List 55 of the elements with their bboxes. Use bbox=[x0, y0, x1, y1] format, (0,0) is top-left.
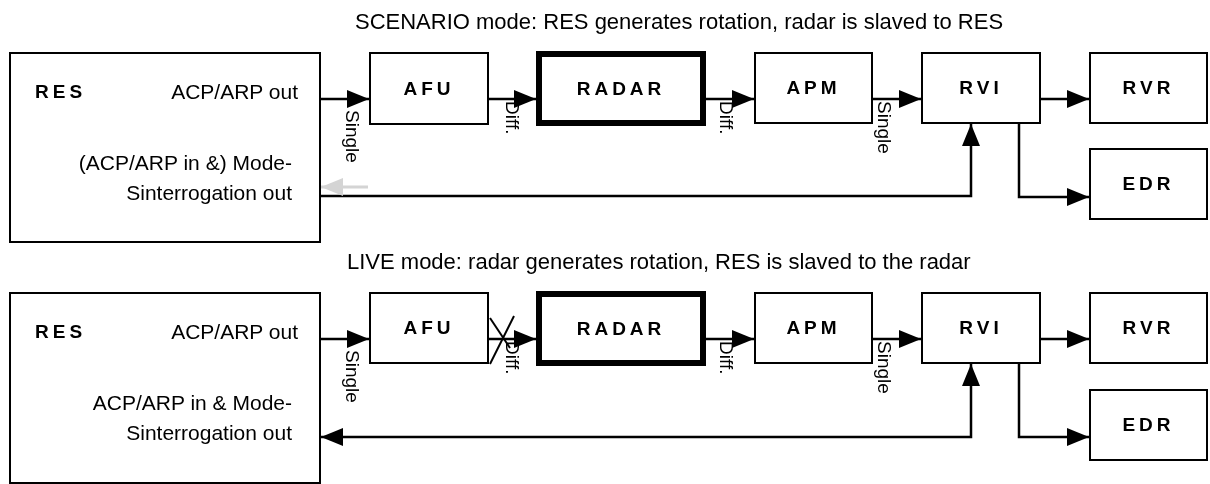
arrow bbox=[489, 90, 536, 108]
block-name: RADAR bbox=[575, 317, 667, 340]
block-name: RVI bbox=[958, 77, 1004, 99]
block-box bbox=[1089, 148, 1208, 220]
block-name: APM bbox=[785, 77, 842, 99]
edge-label: Diff. bbox=[716, 341, 736, 375]
port-label: ACP/ARP out bbox=[171, 319, 298, 345]
block-box bbox=[921, 292, 1041, 364]
block-name: RVI bbox=[958, 317, 1004, 339]
edge-label: Diff. bbox=[716, 101, 736, 135]
port-label: (ACP/ARP in &) Mode-Sinterrogation out bbox=[77, 150, 292, 206]
arrow bbox=[706, 330, 754, 348]
arrow bbox=[489, 330, 536, 348]
block-box bbox=[921, 52, 1041, 124]
arrow bbox=[706, 90, 754, 108]
block-box bbox=[536, 51, 706, 126]
port-label: ACP/ARP out bbox=[171, 79, 298, 105]
arrow bbox=[1041, 330, 1089, 348]
port-label: ACP/ARP in & Mode-Sinterrogation out bbox=[91, 390, 292, 446]
edge-label: Single bbox=[342, 110, 362, 163]
edge-label: Single bbox=[874, 101, 894, 154]
mode-heading: SCENARIO mode: RES generates rotation, radar is slaved to RES bbox=[355, 9, 1004, 35]
arrow bbox=[873, 330, 921, 348]
block-box bbox=[536, 291, 706, 366]
block-name: EDR bbox=[1121, 414, 1176, 436]
arrow bbox=[321, 364, 980, 446]
block-name: AFU bbox=[402, 317, 456, 339]
block-box bbox=[754, 52, 873, 124]
block-box bbox=[1089, 389, 1208, 461]
block-name: RADAR bbox=[575, 77, 667, 100]
edge-label: Single bbox=[342, 350, 362, 403]
arrow bbox=[321, 90, 369, 108]
block-box bbox=[1089, 52, 1208, 124]
mode-heading: LIVE mode: radar generates rotation, RES is slaved to the radar bbox=[347, 249, 971, 275]
arrow bbox=[321, 124, 980, 198]
arrow bbox=[1017, 364, 1089, 446]
block-name: AFU bbox=[402, 77, 456, 100]
block-name: RES bbox=[35, 81, 87, 103]
block-box bbox=[369, 292, 489, 364]
edge-label: Single bbox=[874, 341, 894, 394]
block-name: RVR bbox=[1121, 317, 1176, 339]
block-box bbox=[9, 292, 321, 484]
block-name: RVR bbox=[1121, 77, 1176, 99]
block-box bbox=[754, 292, 873, 364]
block-box bbox=[9, 52, 321, 243]
block-name: RES bbox=[35, 321, 87, 343]
arrow bbox=[321, 178, 368, 196]
block-box bbox=[369, 52, 489, 125]
arrow bbox=[321, 330, 369, 348]
block-box bbox=[1089, 292, 1208, 364]
arrow bbox=[1017, 124, 1089, 206]
arrow bbox=[1041, 90, 1089, 108]
arrow bbox=[873, 90, 921, 108]
block-name: EDR bbox=[1121, 173, 1176, 195]
block-name: APM bbox=[785, 317, 842, 339]
